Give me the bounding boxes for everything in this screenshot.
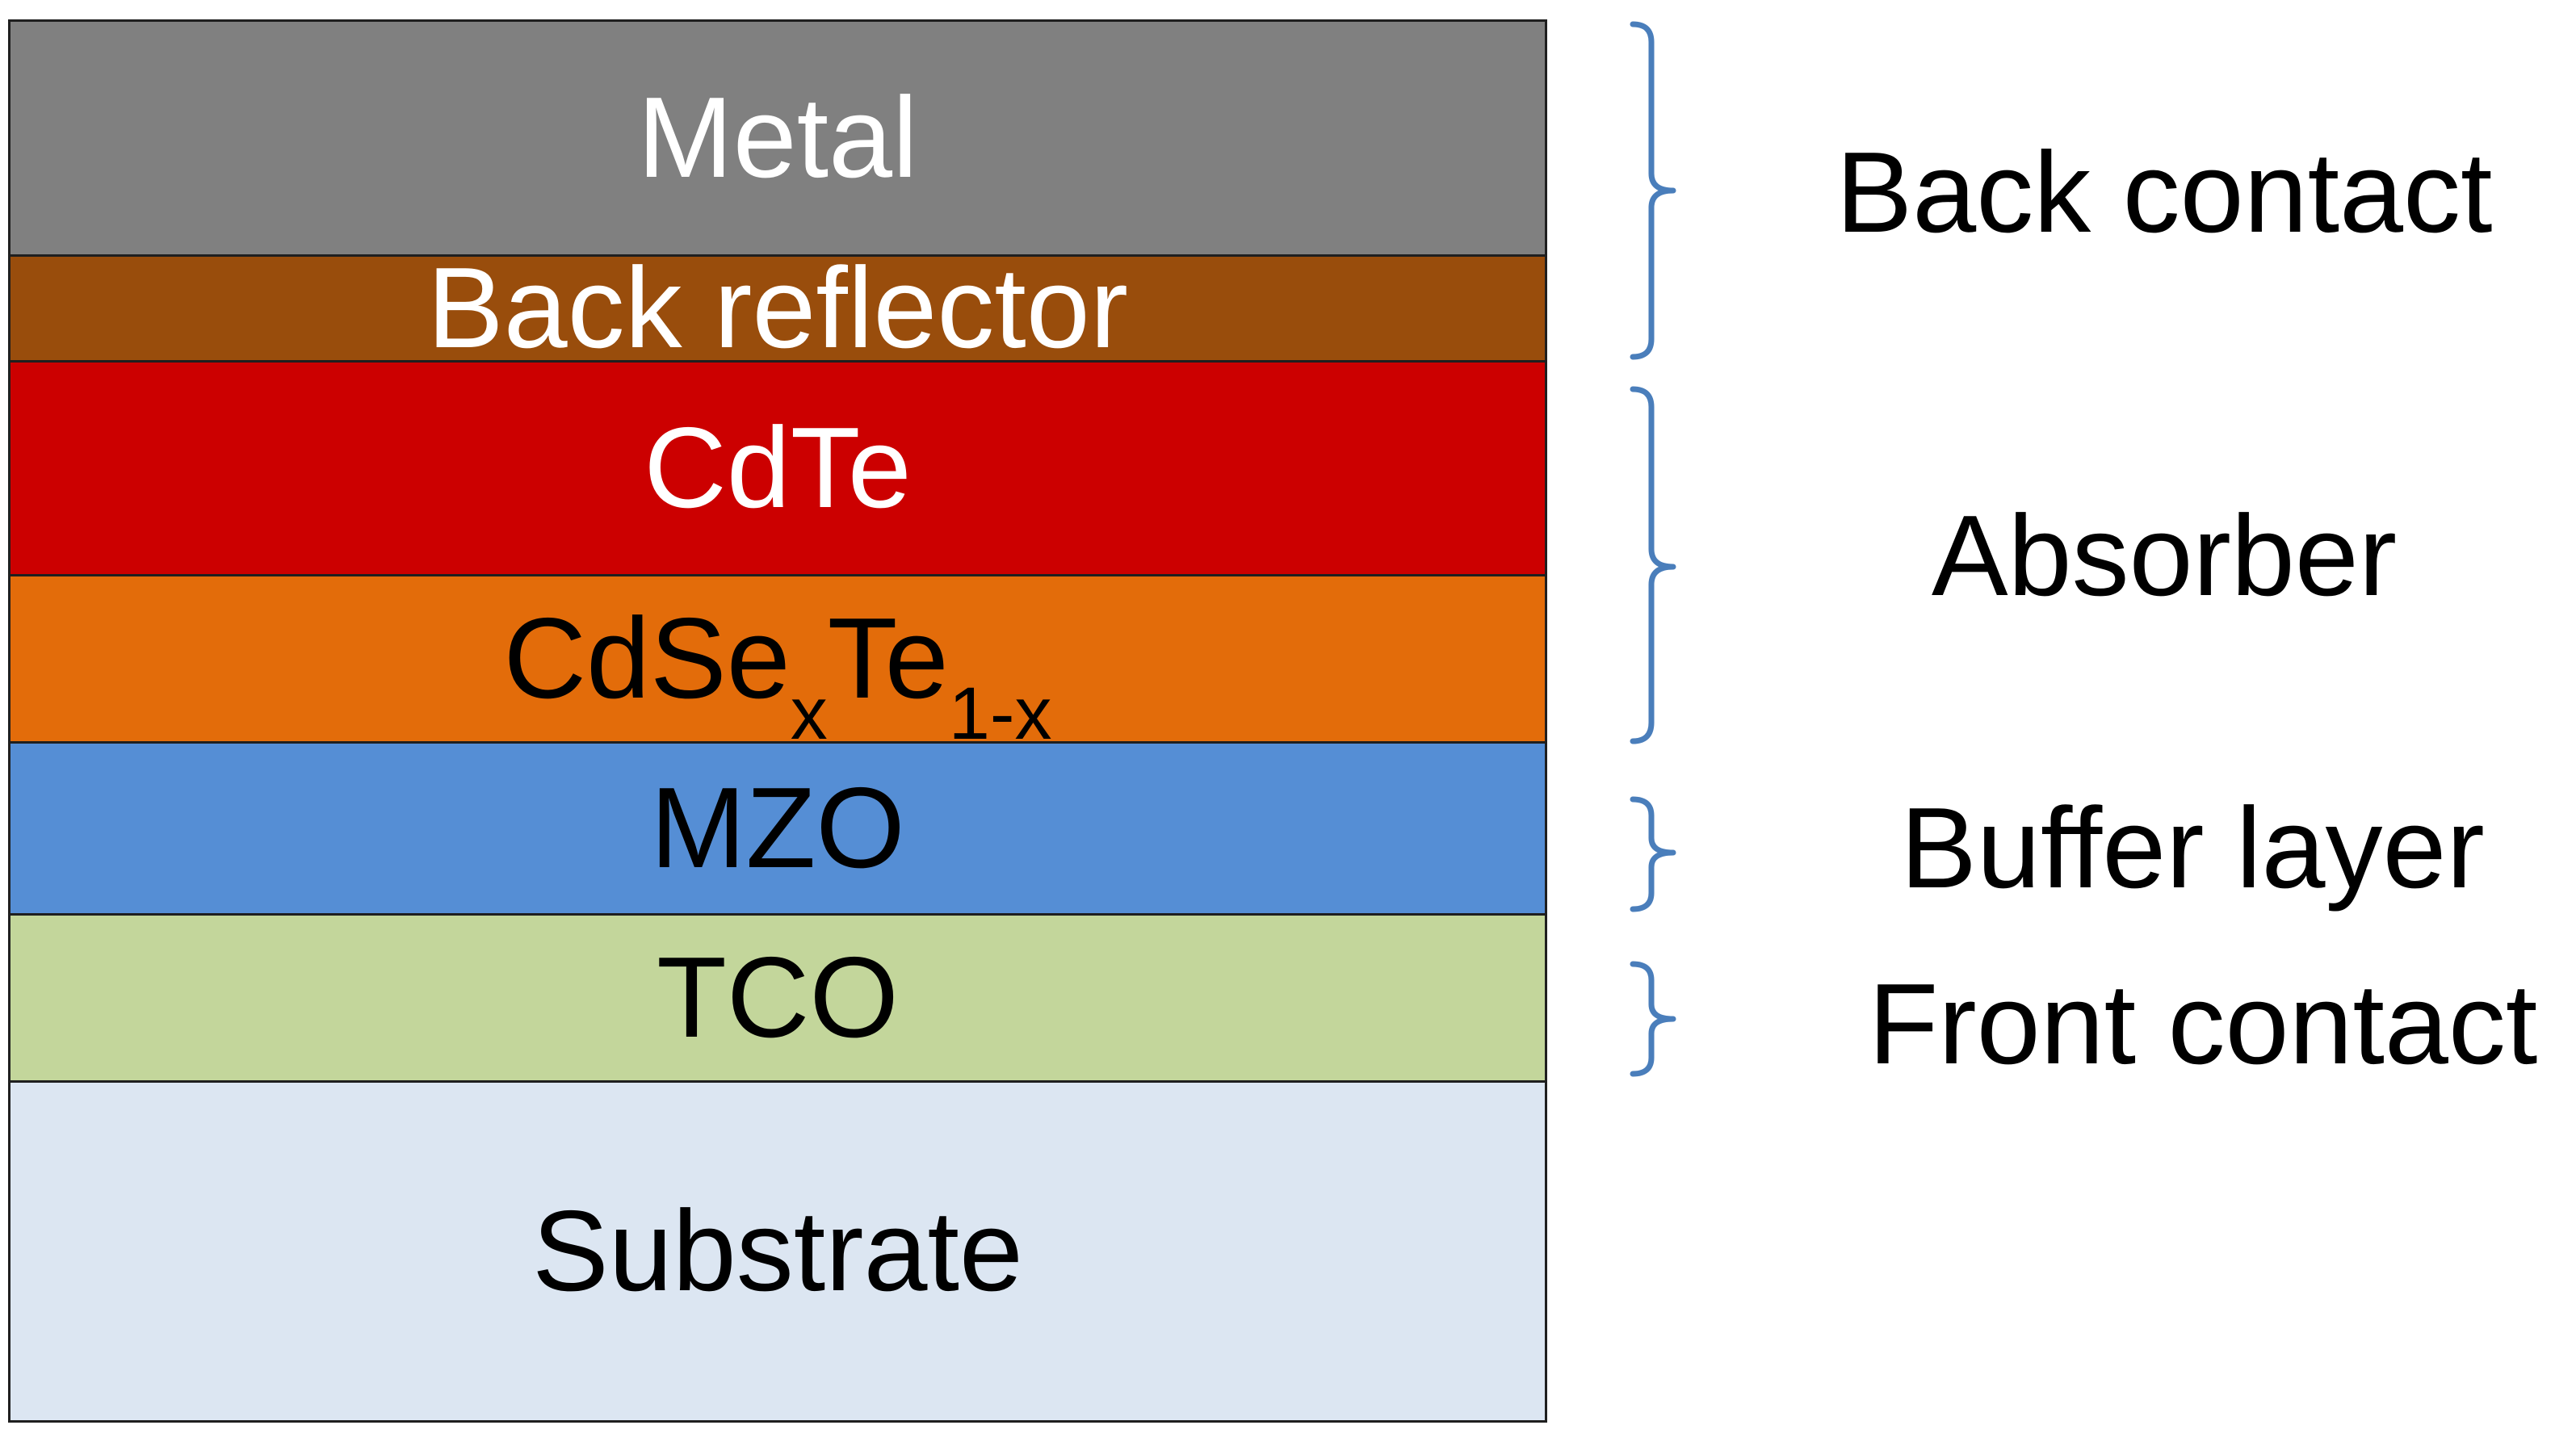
brace-buffer-layer bbox=[1630, 796, 1676, 912]
group-label-back-contact: Back contact bbox=[1836, 128, 2493, 257]
group-label-buffer-layer: Buffer layer bbox=[1900, 784, 2485, 912]
brace-absorber bbox=[1630, 386, 1676, 744]
layer-mzo-label: MZO bbox=[650, 764, 905, 892]
layer-substrate: Substrate bbox=[8, 1080, 1547, 1423]
layer-mzo: MZO bbox=[8, 741, 1547, 916]
layer-tco: TCO bbox=[8, 913, 1547, 1083]
brace-back-contact bbox=[1630, 21, 1676, 360]
layer-back-reflector-label: Back reflector bbox=[426, 244, 1129, 372]
layer-cdte-label: CdTe bbox=[644, 404, 912, 532]
layer-tco-label: TCO bbox=[657, 933, 899, 1062]
brace-front-contact bbox=[1630, 961, 1676, 1077]
layer-cdsete-sub-1-x: 1-x bbox=[948, 672, 1052, 755]
layer-cdsete-sub-x: x bbox=[790, 672, 828, 755]
group-label-front-contact: Front contact bbox=[1868, 960, 2538, 1088]
layer-metal-label: Metal bbox=[637, 73, 918, 202]
layer-substrate-label: Substrate bbox=[532, 1187, 1023, 1315]
layer-cdsete-label-main: CdSe bbox=[503, 594, 791, 723]
layer-cdte: CdTe bbox=[8, 360, 1547, 576]
layer-back-reflector: Back reflector bbox=[8, 244, 1547, 372]
layer-cdsete-label: CdSexTe1-x bbox=[503, 594, 1051, 751]
layer-cdsete: CdSexTe1-x bbox=[8, 574, 1547, 751]
group-label-absorber: Absorber bbox=[1931, 492, 2398, 620]
layer-cdsete-label-mid: Te bbox=[827, 594, 949, 723]
layer-metal: Metal bbox=[8, 19, 1547, 257]
